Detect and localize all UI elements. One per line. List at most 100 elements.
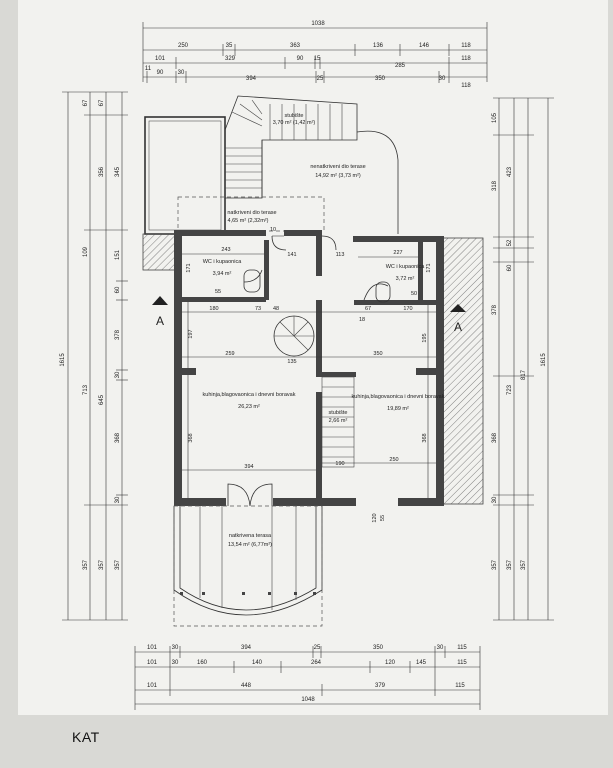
dim-top: 30 xyxy=(178,70,185,76)
room-stairs-name: stubište xyxy=(285,113,304,119)
dim-bottom: 115 xyxy=(455,683,465,689)
inner-dim: 55 xyxy=(215,289,221,295)
inner-dim: 394 xyxy=(244,464,253,470)
dim-right: 52 xyxy=(507,239,513,246)
dim-top: 11 xyxy=(145,66,152,72)
room-kitchen-right-name: kuhinja,blagovaonica i dnevni boravak xyxy=(352,394,445,400)
dim-top: 136 xyxy=(373,43,384,49)
terrace-outline xyxy=(261,130,399,234)
inner-dim: 135 xyxy=(287,359,296,365)
right-dimension-chains: 105 423 723 357 318 52 60 817 357 1615 3… xyxy=(492,97,554,621)
dim-left: 368 xyxy=(115,432,121,443)
section-markers: A A xyxy=(152,296,466,334)
dim-left-total: 1615 xyxy=(60,353,66,367)
dim-left: 357 xyxy=(99,559,105,570)
dim-left: 30 xyxy=(115,496,121,503)
dim-top: 250 xyxy=(178,43,189,49)
section-marker-left: A xyxy=(156,314,164,328)
dim-bottom: 394 xyxy=(241,645,252,651)
dim-bottom: 101 xyxy=(147,645,158,651)
dim-top: 25 xyxy=(317,76,324,82)
room-stairs-inner-name: stubište xyxy=(329,410,348,416)
dim-left: 67 xyxy=(99,99,105,106)
room-terrace-bottom-name: natkrivena terasa xyxy=(229,533,272,539)
dim-right: 357 xyxy=(492,559,498,570)
inner-dim: 120 xyxy=(372,513,378,522)
dim-left: 67 xyxy=(83,99,89,106)
inner-dim: 180 xyxy=(209,306,218,312)
lower-terrace xyxy=(173,505,323,627)
dim-left: 109 xyxy=(83,246,89,257)
room-terrace-open-area: 14,92 m² (3,73 m²) xyxy=(315,173,361,179)
room-wc-left-name: WC i kupaonica xyxy=(203,259,242,265)
dim-top: 90 xyxy=(297,56,304,62)
dim-top: 146 xyxy=(419,43,430,49)
inner-dim: 197 xyxy=(188,329,194,338)
terrace-door xyxy=(227,483,273,507)
inner-dim: 141 xyxy=(287,252,296,258)
dim-bottom: 140 xyxy=(252,660,263,666)
dim-bottom-total: 1048 xyxy=(301,697,315,703)
inner-dim: 227 xyxy=(393,250,402,256)
dim-right: 723 xyxy=(507,384,513,395)
interior-details xyxy=(227,235,391,507)
dim-bottom: 30 xyxy=(172,645,179,651)
inner-dim: 368 xyxy=(422,433,428,442)
outer-stair xyxy=(224,95,358,199)
room-terrace-bottom-area: 13,54 m² (6,77m²) xyxy=(228,542,272,548)
inner-dim: 195 xyxy=(422,333,428,342)
dim-right: 30 xyxy=(492,496,498,503)
inner-stair xyxy=(321,376,355,468)
inner-dim: 18 xyxy=(359,317,365,323)
room-kitchen-right-area: 19,89 m² xyxy=(387,406,409,412)
dim-left: 713 xyxy=(83,384,89,395)
dim-left: 30 xyxy=(115,371,121,378)
inner-dim: 113 xyxy=(336,252,345,258)
dim-left: 378 xyxy=(115,329,121,340)
inner-dim: 259 xyxy=(225,351,234,357)
dim-left: 645 xyxy=(99,394,105,405)
dim-top: 35 xyxy=(226,43,233,49)
dim-bottom: 120 xyxy=(385,660,396,666)
dim-top: 118 xyxy=(461,56,471,62)
dim-right: 357 xyxy=(521,559,527,570)
dim-bottom: 264 xyxy=(311,660,322,666)
dim-right: 817 xyxy=(521,369,527,380)
dim-right-total: 1615 xyxy=(541,353,547,367)
inner-dim: 10 xyxy=(270,227,276,233)
inner-dim: 250 xyxy=(389,457,398,463)
inner-dim: 243 xyxy=(221,247,230,253)
dim-bottom: 145 xyxy=(416,660,427,666)
inner-dim: 171 xyxy=(186,263,192,272)
room-wc-right-area: 3,72 m² xyxy=(396,276,415,282)
bottom-dimension-chains: 101 30 394 25 350 30 115 101 30 160 140 … xyxy=(134,645,481,710)
dim-top: 101 xyxy=(155,56,166,62)
dim-right: 378 xyxy=(492,304,498,315)
dim-bottom: 115 xyxy=(457,645,467,651)
room-stairs-area: 3,70 m² (1,42 m²) xyxy=(273,120,316,126)
right-hatched-wall xyxy=(440,237,484,505)
dim-right: 105 xyxy=(492,112,498,123)
room-kitchen-left-name: kuhinja,blagovaonica i dnevni boravak xyxy=(203,392,296,398)
dim-bottom: 350 xyxy=(373,645,384,651)
room-kitchen-left-area: 26,23 m² xyxy=(238,404,260,410)
dim-right: 60 xyxy=(507,264,513,271)
dim-right: 318 xyxy=(492,180,498,191)
dim-top: 363 xyxy=(290,43,301,49)
dim-top-total: 1038 xyxy=(311,21,325,27)
dim-top: 350 xyxy=(375,76,386,82)
dim-bottom: 379 xyxy=(375,683,386,689)
dim-bottom: 115 xyxy=(457,660,467,666)
dim-bottom: 25 xyxy=(314,645,321,651)
room-wc-left-area: 3,94 m² xyxy=(213,271,232,277)
dim-top: 15 xyxy=(314,56,321,62)
room-labels: stubište 3,70 m² (1,42 m²) nenatkriveni … xyxy=(203,113,445,548)
dim-left: 60 xyxy=(115,286,121,293)
room-terrace-top-name: natkriveni dio terase xyxy=(227,210,276,216)
dim-top: 118 xyxy=(461,43,471,49)
inner-dim: 50 xyxy=(411,291,417,297)
dim-top: 394 xyxy=(246,76,257,82)
room-terrace-open-name: nenatkriveni dio terase xyxy=(310,164,365,170)
dim-left: 151 xyxy=(115,249,121,260)
